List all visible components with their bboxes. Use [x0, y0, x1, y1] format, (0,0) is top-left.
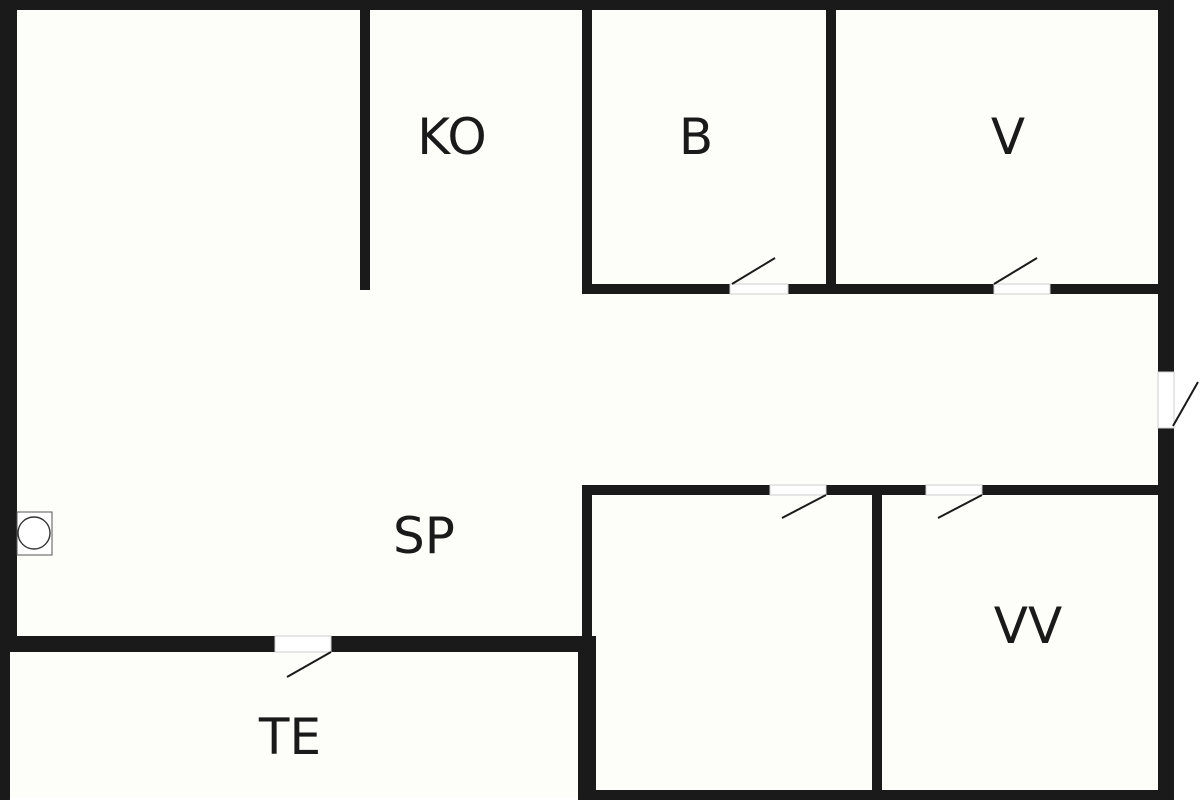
wall-v-bottom-right [1050, 284, 1174, 294]
door-swing-vv [937, 494, 983, 519]
wall-outer-right-upper [1158, 0, 1174, 372]
room-label-sp: SP [393, 507, 455, 565]
wall-outer-left [0, 0, 17, 650]
door-swing-lower-left [781, 494, 827, 519]
door-frame-te [274, 635, 332, 653]
floor-te [2, 646, 586, 798]
room-label-v: V [991, 108, 1025, 166]
wall-lower-top-right [982, 485, 1174, 495]
wall-lower-left [582, 485, 592, 645]
room-label-ko: KO [417, 108, 486, 166]
wall-te-top-right [331, 636, 596, 652]
wall-b-v-divider [826, 0, 836, 294]
door-swings [286, 257, 1199, 678]
door-swing-entrance [1172, 381, 1199, 427]
wall-te-right [578, 636, 588, 800]
door-frame-v [993, 283, 1051, 295]
wall-b-bottom-right [788, 284, 994, 294]
fireplace-icon-circle [17, 516, 51, 550]
fireplace-icon [16, 511, 53, 556]
wall-te-top-left [0, 636, 275, 652]
door-swing-v [993, 257, 1038, 285]
wall-b-bottom-left [582, 284, 730, 294]
wall-ko-partition [360, 0, 370, 290]
door-frame-lower-left [769, 484, 827, 496]
room-label-vv: VV [994, 597, 1062, 655]
door-swing-te [286, 651, 332, 678]
wall-vv-divider [872, 485, 882, 800]
room-label-te: TE [258, 708, 321, 766]
door-frames [274, 283, 1175, 653]
wall-outer-right-lower [1158, 428, 1174, 800]
wall-lower-top-left [582, 485, 770, 495]
room-label-b: B [679, 108, 713, 166]
walls [0, 0, 1174, 800]
wall-te-left [0, 636, 10, 800]
wall-b-left [582, 0, 592, 294]
room-labels: KO B V SP TE VV [258, 108, 1062, 766]
door-frame-b [729, 283, 789, 295]
door-frame-entrance [1157, 371, 1175, 429]
door-swing-b [731, 257, 776, 285]
door-frame-vv [925, 484, 983, 496]
